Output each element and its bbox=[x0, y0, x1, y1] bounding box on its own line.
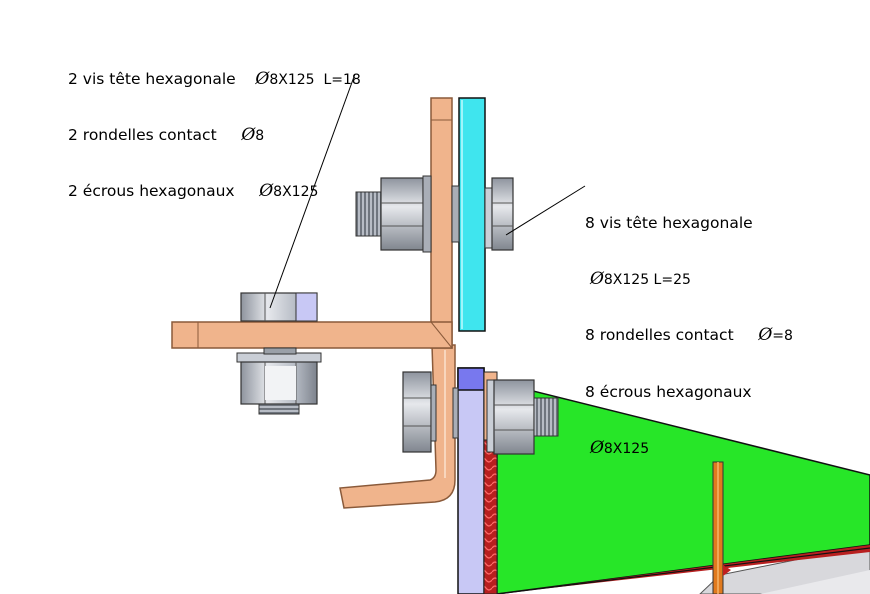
diameter-icon: Ø bbox=[589, 438, 604, 459]
copper-bent-lug bbox=[339, 344, 456, 509]
annotation-right: 8 vis tête hexagonale Ø8X125 L=25 8 rond… bbox=[585, 176, 793, 477]
lilac-support bbox=[457, 367, 485, 594]
diameter-icon: Ø bbox=[241, 124, 256, 145]
leader-line-top bbox=[269, 73, 356, 309]
cyan-insulator bbox=[458, 97, 486, 332]
leader-line-right bbox=[505, 185, 586, 236]
diameter-icon: Ø bbox=[589, 268, 604, 289]
left-vertical-bolt bbox=[236, 292, 322, 415]
annotation-right-line-2: Ø8X125 L=25 bbox=[589, 268, 691, 289]
copper-angle-bracket bbox=[171, 97, 453, 349]
annotation-top-line-1: 2 vis tête hexagonale Ø8X125 L=18 bbox=[68, 68, 361, 89]
annotation-top-line-3: 2 écrous hexagonaux Ø8X125 bbox=[68, 181, 319, 202]
diameter-icon: Ø bbox=[758, 325, 773, 346]
orange-rod bbox=[712, 461, 731, 594]
grey-base-plate bbox=[699, 544, 870, 594]
annotation-top-left: 2 vis tête hexagonale Ø8X125 L=18 2 rond… bbox=[68, 32, 361, 220]
annotation-right-line-1: 8 vis tête hexagonale bbox=[585, 213, 753, 232]
lower-bolt bbox=[402, 371, 559, 455]
annotation-right-line-3: 8 rondelles contact Ø=8 bbox=[585, 325, 793, 346]
annotation-right-line-4: 8 écrous hexagonaux bbox=[585, 382, 752, 401]
diameter-icon: Ø bbox=[255, 68, 270, 89]
annotation-top-line-2: 2 rondelles contact Ø8 bbox=[68, 124, 265, 145]
annotation-right-line-5: Ø8X125 bbox=[589, 438, 650, 459]
diameter-icon: Ø bbox=[259, 181, 274, 202]
upper-bolt bbox=[355, 175, 514, 253]
